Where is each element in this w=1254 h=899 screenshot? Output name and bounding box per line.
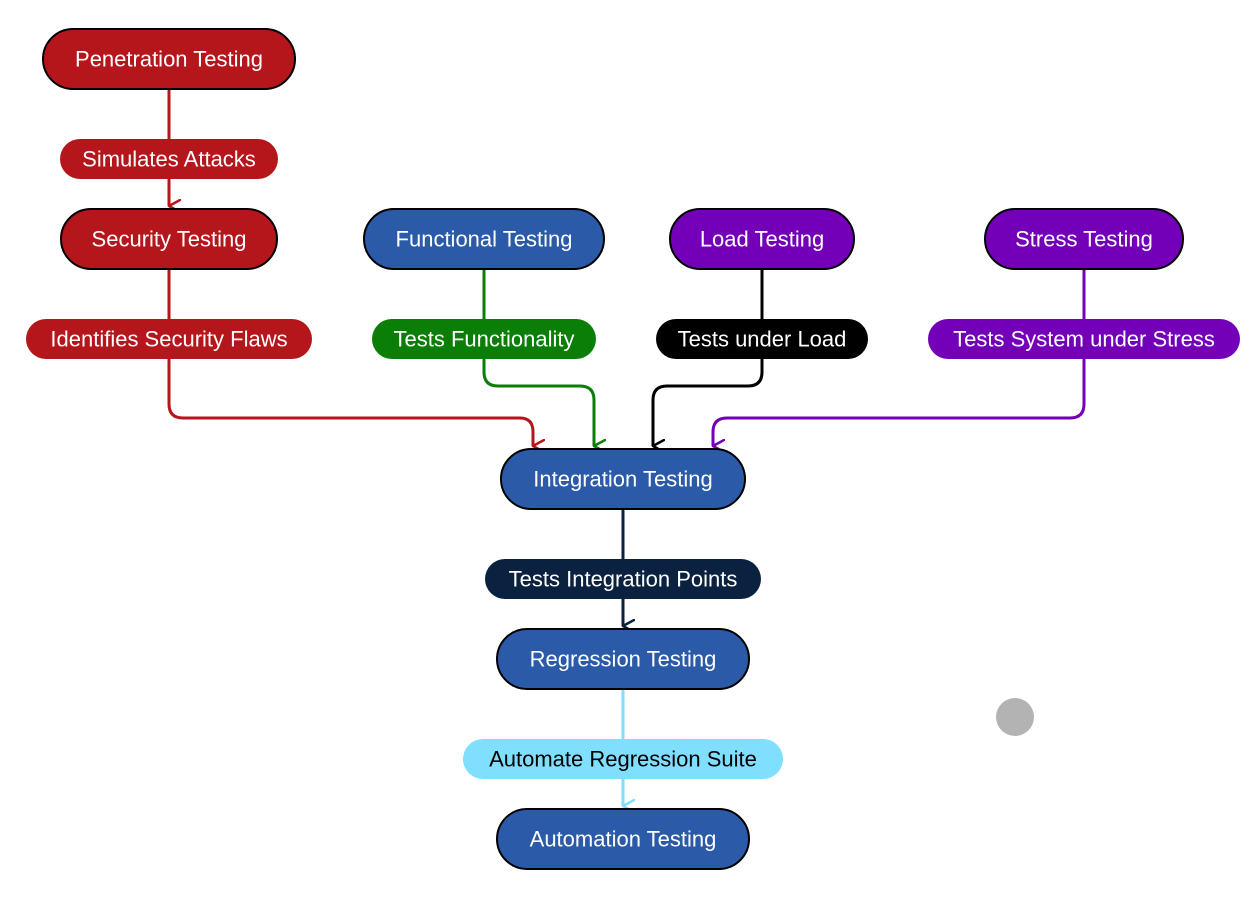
edge-label-automate-regression-suite: Automate Regression Suite [463, 739, 783, 779]
nodes: Penetration Testing Security Testing Fun… [42, 28, 1184, 870]
edge-label-tests-under-load: Tests under Load [656, 319, 868, 359]
node-regression-testing[interactable]: Regression Testing [496, 628, 750, 690]
edge-label-automate-regression-suite-text: Automate Regression Suite [489, 747, 757, 772]
edge-label-tests-system-under-stress: Tests System under Stress [928, 319, 1240, 359]
edge-label-tests-integration-points-text: Tests Integration Points [509, 567, 738, 592]
node-penetration-testing-label: Penetration Testing [75, 47, 263, 72]
node-load-testing[interactable]: Load Testing [669, 208, 855, 270]
edge-label-simulates-attacks: Simulates Attacks [60, 139, 278, 179]
edge-line-tests-system-under-stress [711, 268, 1086, 446]
edge-line-tests-under-load [651, 268, 764, 446]
node-automation-testing[interactable]: Automation Testing [496, 808, 750, 870]
edge-labels: Simulates Attacks Identifies Security Fl… [26, 139, 1240, 779]
edge-label-tests-under-load-text: Tests under Load [678, 327, 847, 352]
edge-label-tests-functionality-text: Tests Functionality [394, 327, 575, 352]
node-security-testing[interactable]: Security Testing [60, 208, 278, 270]
node-stress-testing-label: Stress Testing [1015, 227, 1153, 252]
node-functional-testing-label: Functional Testing [396, 227, 573, 252]
node-functional-testing[interactable]: Functional Testing [363, 208, 605, 270]
edge-label-tests-system-under-stress-text: Tests System under Stress [953, 327, 1215, 352]
node-automation-testing-label: Automation Testing [530, 827, 717, 852]
node-security-testing-label: Security Testing [92, 227, 247, 252]
edge-line-identifies-security-flaws [167, 268, 533, 446]
node-regression-testing-label: Regression Testing [530, 647, 717, 672]
edges [167, 88, 1086, 806]
edge-label-identifies-security-flaws: Identifies Security Flaws [26, 319, 312, 359]
grey-dot-icon [996, 698, 1034, 736]
node-penetration-testing[interactable]: Penetration Testing [42, 28, 296, 90]
node-integration-testing[interactable]: Integration Testing [500, 448, 746, 510]
edge-label-identifies-security-flaws-text: Identifies Security Flaws [50, 327, 287, 352]
node-integration-testing-label: Integration Testing [533, 467, 712, 492]
edge-line-tests-functionality [482, 268, 594, 446]
edge-label-simulates-attacks-text: Simulates Attacks [82, 147, 256, 172]
node-load-testing-label: Load Testing [700, 227, 824, 252]
node-stress-testing[interactable]: Stress Testing [984, 208, 1184, 270]
edge-label-tests-integration-points: Tests Integration Points [485, 559, 761, 599]
edge-label-tests-functionality: Tests Functionality [372, 319, 596, 359]
